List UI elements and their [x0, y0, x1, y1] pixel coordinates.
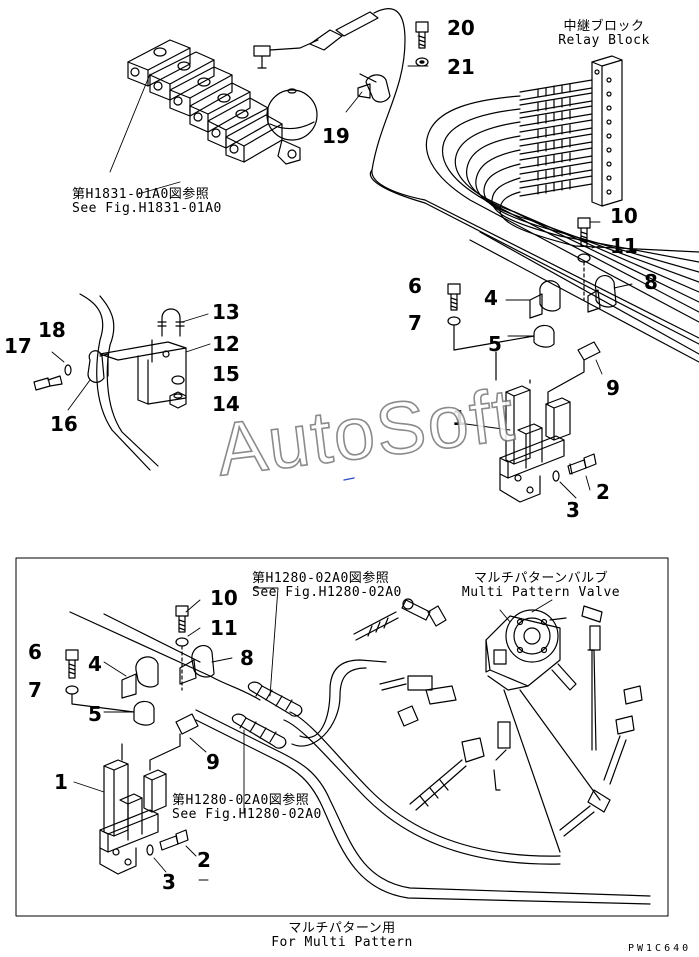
callout-10-top: 10 [610, 204, 638, 228]
callout-18: 18 [38, 318, 66, 342]
callout-7-bottom: 7 [28, 678, 42, 702]
callout-4-bottom: 4 [88, 652, 102, 676]
callout-9-bottom: 9 [206, 750, 220, 774]
multi-pattern-caption: マルチパターン用 For Multi Pattern [262, 922, 422, 950]
nut-14 [169, 391, 187, 409]
callout-6-top: 6 [408, 274, 422, 298]
valve-fittings [397, 598, 643, 813]
pilot-hose-top [269, 8, 426, 204]
callout-12: 12 [212, 332, 240, 356]
valve-hoses [353, 611, 627, 853]
ref-h1280-top-en: See Fig.H1280-02A0 [252, 585, 402, 600]
bolt-2-bottom [159, 829, 189, 851]
multi-valve-label: マルチパターンバルブ Multi Pattern Valve [452, 572, 630, 600]
bolt-10-top [577, 217, 591, 247]
callout-1-top: 1 [452, 406, 466, 430]
bolt-20 [415, 21, 429, 49]
ref-h1831-label: 第H1831-01A0図参照 See Fig.H1831-01A0 [72, 188, 222, 216]
ref-h1280-top-label: 第H1280-02A0図参照 See Fig.H1280-02A0 [252, 572, 402, 600]
clamp-9-top [547, 341, 601, 405]
clamp-4-bottom [121, 656, 159, 699]
hose-sleeves [231, 681, 303, 749]
callout-17: 17 [4, 334, 32, 358]
relay-block-label: 中継ブロック Relay Block [556, 20, 652, 48]
callout-15: 15 [212, 362, 240, 386]
leader-lines [51, 35, 633, 873]
callout-10-bottom: 10 [210, 586, 238, 610]
callout-5-top: 5 [488, 332, 502, 356]
caption-en: For Multi Pattern [271, 935, 413, 950]
cable-left [79, 293, 159, 471]
clamp-8-top [587, 274, 617, 313]
bolt-17 [33, 375, 63, 391]
multi-pattern-valve [485, 609, 577, 691]
washer-15 [171, 375, 185, 385]
bracket-1-top [495, 351, 571, 503]
ref-h1831-en: See Fig.H1831-01A0 [72, 201, 222, 216]
washer-11-bottom [175, 637, 189, 647]
callout-6-bottom: 6 [28, 640, 42, 664]
ref-h1831-jp: 第H1831-01A0図参照 [72, 187, 210, 202]
control-valve-assembly [127, 39, 318, 165]
washer-7-bottom [65, 685, 79, 695]
ref-h1280-top-jp: 第H1280-02A0図参照 [252, 571, 390, 586]
callout-11-bottom: 11 [210, 616, 238, 640]
callout-5-bottom: 5 [88, 702, 102, 726]
callout-16: 16 [50, 412, 78, 436]
drawing-code: PW1C640 [628, 943, 692, 954]
callout-13: 13 [212, 300, 240, 324]
washer-3-top [552, 470, 560, 482]
clamp-19 [357, 73, 391, 103]
multi-pattern-frame [15, 557, 669, 917]
ref-h1280-bot-en: See Fig.H1280-02A0 [172, 807, 322, 822]
clamp-4-top [529, 280, 561, 319]
callout-3-top: 3 [566, 498, 580, 522]
washer-7-top [447, 316, 461, 326]
ref-h1280-bot-jp: 第H1280-02A0図参照 [172, 793, 310, 808]
bolt-6-top [447, 283, 461, 311]
callout-4-top: 4 [484, 286, 498, 310]
ref-h1280-bot-label: 第H1280-02A0図参照 See Fig.H1280-02A0 [172, 794, 322, 822]
bracket-1-bottom [99, 743, 167, 875]
callout-8-top: 8 [644, 270, 658, 294]
bolt-10-bottom [175, 605, 189, 633]
callout-8-bottom: 8 [240, 646, 254, 670]
callout-19: 19 [322, 124, 350, 148]
clamp-9-bottom [149, 713, 199, 771]
callout-3-bottom: 3 [162, 870, 176, 894]
washer-18 [64, 364, 72, 376]
callout-1-bottom: 1 [54, 770, 68, 794]
relay-block [591, 55, 623, 207]
u-bolt-13 [157, 308, 185, 337]
callout-7-top: 7 [408, 311, 422, 335]
hose-bundle-top [424, 95, 699, 363]
multi-valve-en: Multi Pattern Valve [461, 585, 621, 600]
callout-9-top: 9 [606, 376, 620, 400]
clamp-8-bottom [179, 644, 215, 685]
bolt-6-bottom [65, 649, 79, 679]
callout-2-top: 2 [596, 480, 610, 504]
callout-14: 14 [212, 392, 240, 416]
callout-21: 21 [447, 55, 475, 79]
hose-bundle-bottom [69, 611, 651, 905]
relay-hose-fittings [519, 79, 593, 197]
callout-20: 20 [447, 16, 475, 40]
callout-11-top: 11 [610, 234, 638, 258]
relay-block-label-jp: 中継ブロック [563, 19, 645, 34]
clamp-5-bottom [133, 700, 155, 726]
caption-jp: マルチパターン用 [288, 921, 396, 936]
clamp-5-top [533, 324, 555, 348]
relay-block-label-en: Relay Block [558, 33, 650, 48]
bolt-2-top [567, 453, 597, 475]
callout-2-bottom: 2 [197, 848, 211, 872]
washer-3-bottom [146, 844, 154, 856]
multi-valve-jp: マルチパターンバルブ [473, 571, 609, 586]
